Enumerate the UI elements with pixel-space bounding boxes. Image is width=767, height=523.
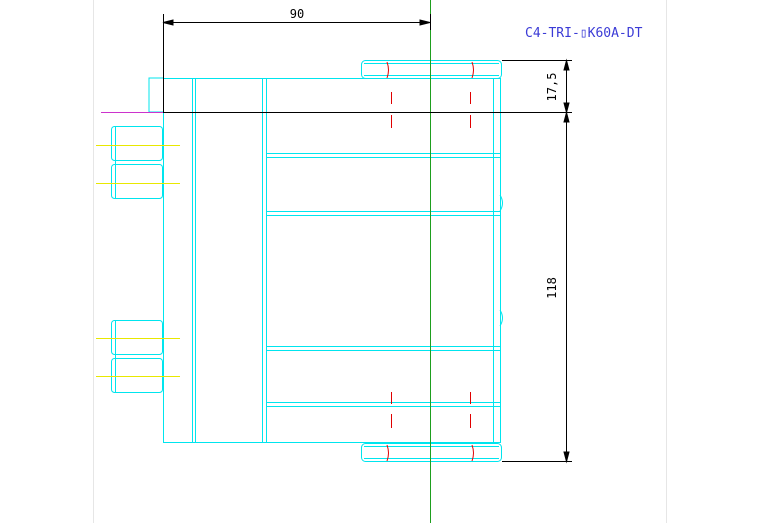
dimension-upper-height-label: 17,5 (545, 73, 559, 102)
port-axes (96, 145, 180, 377)
left-ports (111, 126, 163, 393)
part-number-title: C4-TRI-▯K60A-DT (525, 26, 643, 41)
port-2 (111, 164, 163, 199)
port-3 (111, 320, 163, 355)
dimension-main-height (502, 110, 572, 464)
port-1 (111, 126, 163, 161)
dimension-main-height-label: 118 (545, 277, 559, 299)
dimension-upper-height (163, 58, 572, 115)
port-4 (111, 358, 163, 393)
drawing-frame (93, 0, 667, 523)
dimension-width (162, 14, 431, 112)
bottom-plate (361, 443, 502, 462)
dimension-width-label: 90 (290, 7, 304, 21)
bolt-hidden-lines (386, 61, 474, 462)
housing-outline (148, 77, 503, 443)
top-plate (361, 60, 502, 79)
